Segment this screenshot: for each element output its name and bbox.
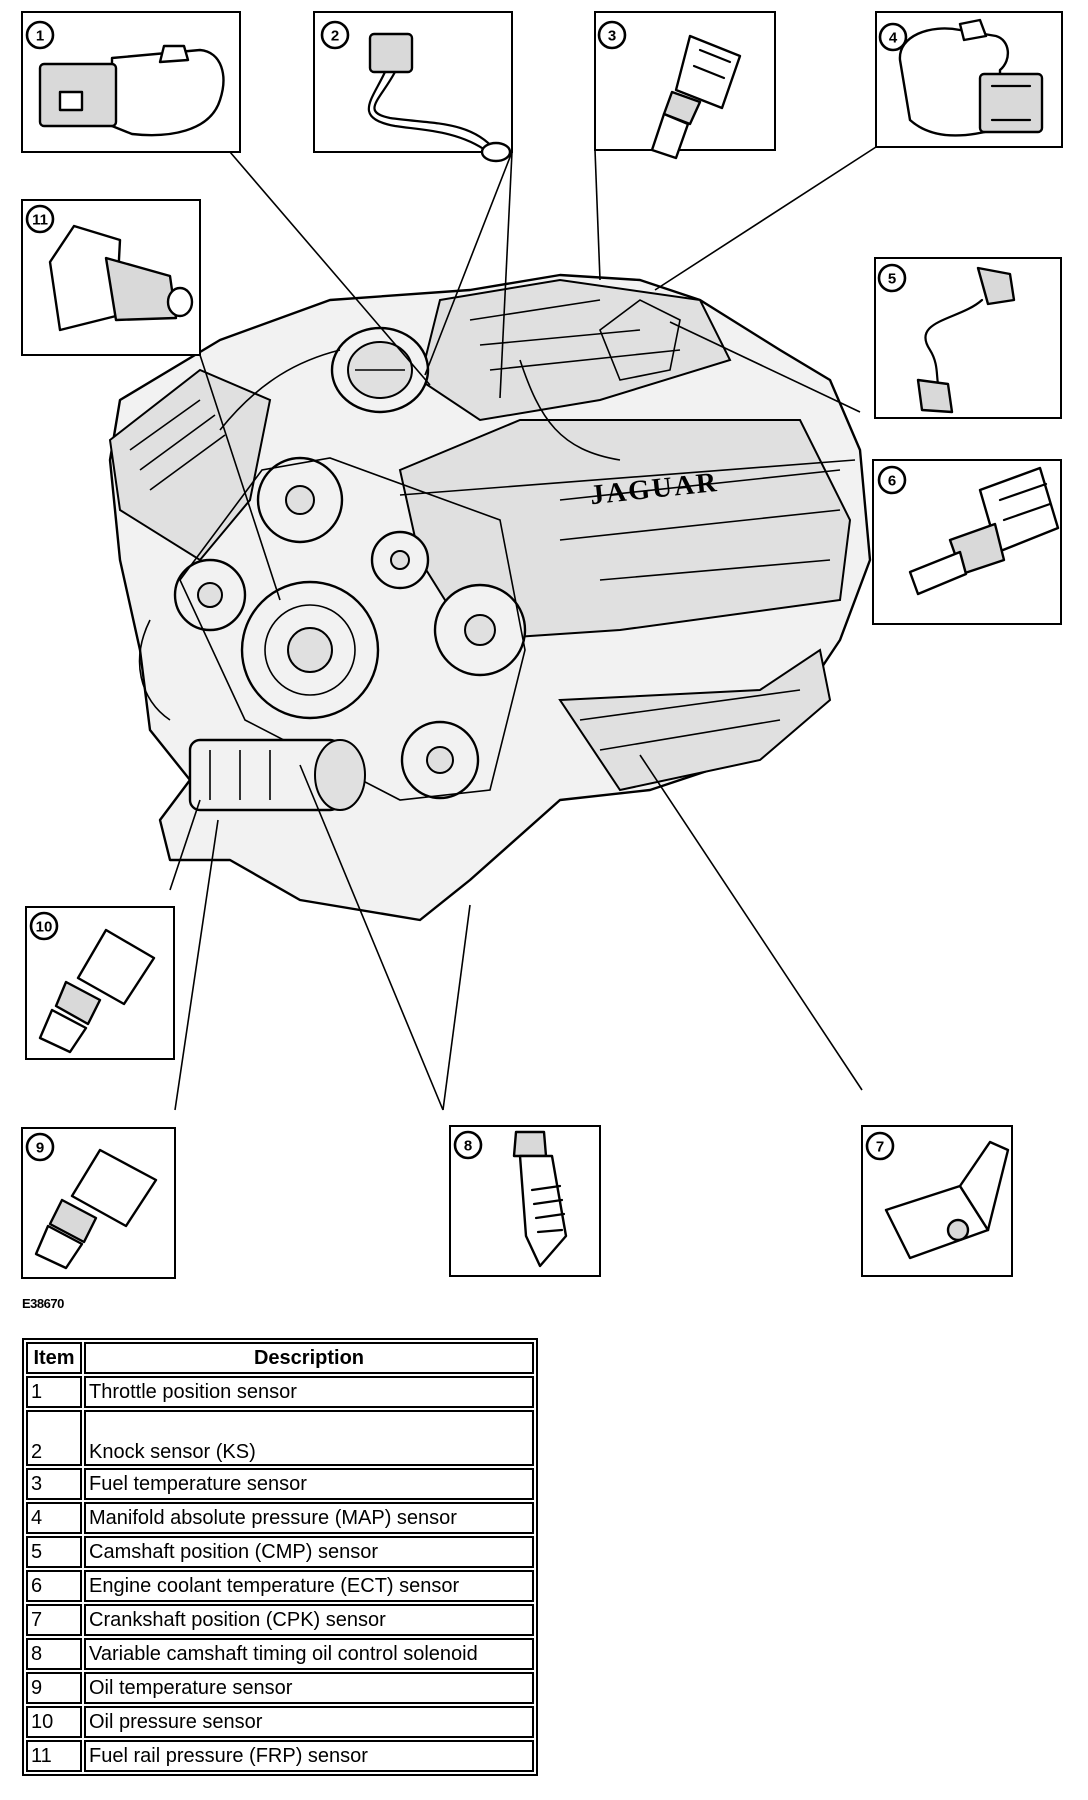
callout-number-label: 7 [876,1139,884,1156]
callout-number-label: 4 [889,30,898,47]
callout-number-2: 2 [320,20,350,50]
legend-item-number: 6 [26,1570,82,1602]
legend-item-description: Oil temperature sensor [84,1672,534,1704]
callout-number-5: 5 [877,263,907,293]
leader-lines [169,146,877,1111]
callout-box-1 [21,11,241,153]
legend-item-number: 1 [26,1376,82,1408]
callout-number-label: 1 [36,28,44,45]
figure-code: E38670 [22,1296,64,1311]
callout-number-label: 10 [36,919,53,936]
legend-item-description: Fuel temperature sensor [84,1468,534,1500]
legend-item-description: Throttle position sensor [84,1376,534,1408]
callout-box-6 [872,459,1062,625]
callout-number-label: 5 [888,271,896,288]
callout-number-label: 9 [36,1140,44,1157]
legend-item-number: 7 [26,1604,82,1636]
callout-number-1: 1 [25,20,55,50]
callout-box-8 [449,1125,601,1277]
legend-item-number: 8 [26,1638,82,1670]
callout-box-9 [21,1127,176,1279]
callout-number-3: 3 [597,20,627,50]
legend-item-description: Oil pressure sensor [84,1706,534,1738]
callout-number-label: 2 [331,28,339,45]
legend-item-number: 10 [26,1706,82,1738]
callout-number-4: 4 [878,22,908,52]
callout-number-9: 9 [25,1132,55,1162]
callout-number-7: 7 [865,1131,895,1161]
legend-item-number: 5 [26,1536,82,1568]
legend-item-number: 9 [26,1672,82,1704]
legend-header-item: Item [26,1342,82,1374]
legend-item-number: 11 [26,1740,82,1772]
legend-item-number: 3 [26,1468,82,1500]
callout-circles: 1 2 3 4 5 6 7 8 9 10 11 [25,20,908,1162]
legend-item-description: Manifold absolute pressure (MAP) sensor [84,1502,534,1534]
legend-item-description: Fuel rail pressure (FRP) sensor [84,1740,534,1772]
callout-number-11: 11 [25,204,55,234]
engine-sensor-diagram: JAGUAR [21,11,1063,1279]
callout-number-label: 6 [888,473,896,490]
callout-box-5 [874,257,1062,419]
legend-item-description: Camshaft position (CMP) sensor [84,1536,534,1568]
callout-number-label: 3 [608,28,616,45]
legend-item-description: Variable camshaft timing oil control sol… [84,1638,534,1670]
legend-header-row: Item Description [26,1342,534,1374]
callout-number-label: 8 [464,1138,472,1155]
legend-header-description: Description [84,1342,534,1374]
legend-item-description: Engine coolant temperature (ECT) sensor [84,1570,534,1602]
callout-number-10: 10 [29,911,59,941]
legend-item-number: 4 [26,1502,82,1534]
callout-number-label: 11 [32,212,48,229]
callout-number-6: 6 [877,465,907,495]
legend-item-description: Crankshaft position (CPK) sensor [84,1604,534,1636]
legend-item-description: Knock sensor (KS) [84,1410,534,1466]
callout-number-8: 8 [453,1130,483,1160]
legend-item-number: 2 [26,1410,82,1466]
engine-illustration: JAGUAR [108,273,872,922]
